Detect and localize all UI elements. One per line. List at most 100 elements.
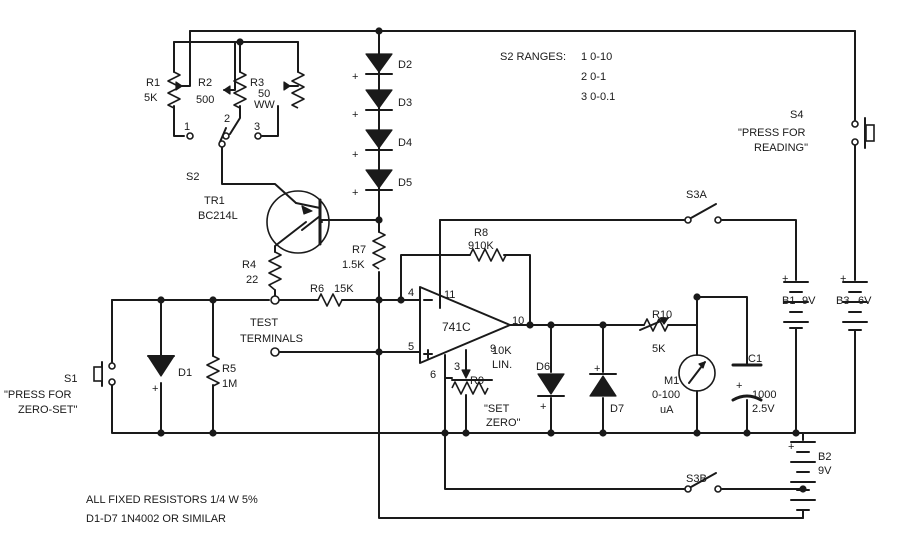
label-position-2: 2 xyxy=(224,113,230,125)
label-position-1: 1 xyxy=(184,121,190,133)
label-b2-plus: + xyxy=(788,441,794,453)
label-b3-plus: + xyxy=(840,273,846,285)
label-r9: R9 xyxy=(470,375,484,387)
label-r3-value: 50 xyxy=(258,88,270,100)
label-m1: M1 xyxy=(664,375,679,387)
label-b1-value: 9V xyxy=(802,295,816,307)
switch-s1 xyxy=(93,361,116,387)
label-r3: R3 xyxy=(250,77,264,89)
pot-r1 xyxy=(167,71,183,109)
label-c1-voltage: 2.5V xyxy=(752,403,775,415)
label-r2-value: 500 xyxy=(196,94,214,106)
label-d2-plus: + xyxy=(352,71,358,83)
label-d5-plus: + xyxy=(352,187,358,199)
battery-b2 xyxy=(790,441,816,511)
label-s4-line1: "PRESS FOR xyxy=(738,127,806,139)
label-r2: R2 xyxy=(198,77,212,89)
label-d6-plus: + xyxy=(540,401,546,413)
switch-s3a xyxy=(684,203,722,224)
label-d1-plus: + xyxy=(152,383,158,395)
label-r10: R10 xyxy=(652,309,672,321)
label-d4-plus: + xyxy=(352,149,358,161)
pot-r3 xyxy=(283,71,305,109)
label-s1-line2: ZERO-SET" xyxy=(18,404,78,416)
diode-d4 xyxy=(365,129,393,151)
component-labels: R1 5K R2 500 R3 50 WW 1 2 3 S2 TR1 BC214… xyxy=(4,59,872,485)
label-b1: B1 xyxy=(782,295,795,307)
label-r3-type: WW xyxy=(254,99,275,111)
label-d7-plus: + xyxy=(594,363,600,375)
label-ic: 741C xyxy=(442,320,471,334)
meter-m1 xyxy=(678,354,716,392)
diode-d1 xyxy=(147,355,175,377)
capacitor-c1 xyxy=(731,363,763,402)
label-pin-3: 3 xyxy=(454,361,460,373)
label-c1: C1 xyxy=(748,353,762,365)
label-s1-line1: "PRESS FOR xyxy=(4,389,72,401)
notes: ALL FIXED RESISTORS 1/4 W 5% D1-D7 1N400… xyxy=(86,494,258,525)
test-terminals xyxy=(270,295,280,357)
label-r8: R8 xyxy=(474,227,488,239)
opamp-741c xyxy=(419,286,511,379)
label-r1-value: 5K xyxy=(144,92,158,104)
label-r10-value: 5K xyxy=(652,343,666,355)
label-r9-value: 10K xyxy=(492,345,512,357)
label-m1-unit: uA xyxy=(660,404,674,416)
label-r5: R5 xyxy=(222,363,236,375)
switch-s2 xyxy=(186,132,262,148)
label-r4: R4 xyxy=(242,259,256,271)
label-s4-line2: READING" xyxy=(754,142,808,154)
ranges-legend: S2 RANGES: 1 0-10 2 0-1 3 0-0.1 xyxy=(500,51,615,103)
transistor-tr1 xyxy=(266,190,330,254)
range-3: 3 0-0.1 xyxy=(581,91,615,103)
resistor-r4 xyxy=(268,251,282,291)
label-d3: D3 xyxy=(398,97,412,109)
label-tr1-type: BC214L xyxy=(198,210,238,222)
label-s1: S1 xyxy=(64,373,77,385)
switch-s3b xyxy=(684,472,722,493)
label-d5: D5 xyxy=(398,177,412,189)
diode-d2 xyxy=(365,53,393,75)
label-position-3: 3 xyxy=(254,121,260,133)
label-r8-value: 910K xyxy=(468,240,494,252)
range-1: 1 0-10 xyxy=(581,51,612,63)
label-r7-value: 1.5K xyxy=(342,259,365,271)
label-b2: B2 xyxy=(818,451,831,463)
label-d7: D7 xyxy=(610,403,624,415)
label-d2: D2 xyxy=(398,59,412,71)
battery-b3 xyxy=(842,281,868,331)
label-r4-value: 22 xyxy=(246,274,258,286)
resistor-r7 xyxy=(372,231,386,270)
note-diodes: D1-D7 1N4002 OR SIMILAR xyxy=(86,513,226,525)
diode-d7 xyxy=(589,373,617,397)
label-pin-11: 11 xyxy=(444,289,455,301)
label-r7: R7 xyxy=(352,244,366,256)
label-pin-5: 5 xyxy=(408,341,414,353)
diode-d3 xyxy=(365,89,393,111)
label-m1-range: 0-100 xyxy=(652,389,680,401)
label-set: "SET xyxy=(484,403,510,415)
wiring xyxy=(111,30,856,519)
label-b2-value: 9V xyxy=(818,465,832,477)
label-r9-type: LIN. xyxy=(492,359,512,371)
resistor-r8 xyxy=(469,248,507,262)
range-2: 2 0-1 xyxy=(581,71,606,83)
label-terminals: TERMINALS xyxy=(240,333,303,345)
label-s3a: S3A xyxy=(686,189,707,201)
label-r6-value: 15K xyxy=(334,283,354,295)
label-r1: R1 xyxy=(146,77,160,89)
switch-s4 xyxy=(851,117,875,149)
label-pin-9: 9 xyxy=(490,343,496,355)
pot-r10 xyxy=(639,317,669,332)
label-r6: R6 xyxy=(310,283,324,295)
resistor-r6 xyxy=(317,293,343,307)
battery-b1 xyxy=(783,281,809,329)
resistor-r5 xyxy=(206,355,220,387)
pot-r9 xyxy=(451,369,489,395)
junction-dots xyxy=(157,27,807,493)
label-s2: S2 xyxy=(186,171,199,183)
label-pin-10: 10 xyxy=(512,315,524,327)
note-resistors: ALL FIXED RESISTORS 1/4 W 5% xyxy=(86,494,258,506)
